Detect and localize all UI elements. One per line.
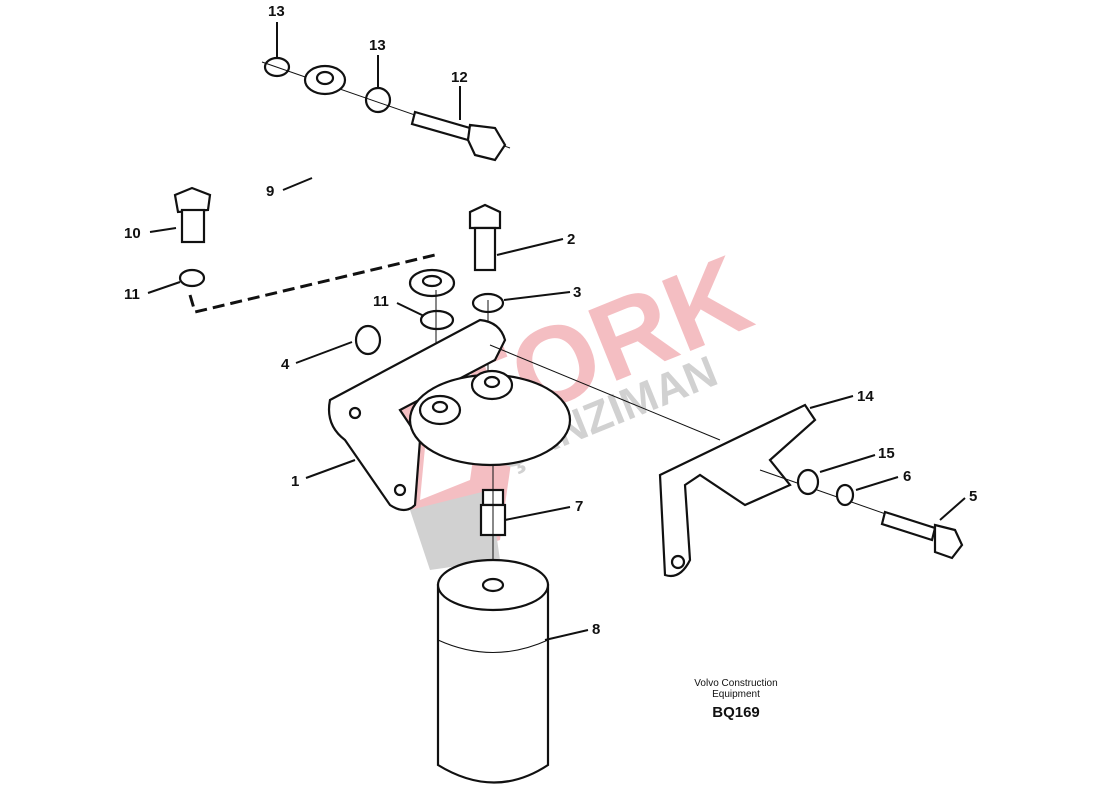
manufacturer-credit: Volvo Construction Equipment: [666, 678, 806, 700]
screw-shape: [880, 510, 937, 542]
callout-13a: 13: [268, 3, 285, 20]
callout-5: 5: [969, 488, 977, 505]
callout-8: 8: [592, 621, 600, 638]
callout-15: 15: [878, 445, 895, 462]
callout-11b: 11: [373, 293, 389, 310]
diagram-code: BQ169: [712, 704, 760, 721]
callout-1: 1: [291, 473, 299, 490]
callout-6: 6: [903, 468, 911, 485]
filter-bracket-shape: [327, 318, 507, 512]
callout-12: 12: [451, 69, 468, 86]
banjo-bolt-shape: [410, 110, 472, 142]
credit-line-2: Equipment: [712, 689, 760, 700]
mounting-bracket-shape: [658, 403, 817, 578]
plug-screw-shape: [173, 186, 212, 214]
callout-11a: 11: [124, 286, 140, 303]
callout-14: 14: [857, 388, 874, 405]
callout-2: 2: [567, 231, 575, 248]
credit-line-1: Volvo Construction: [694, 678, 778, 689]
washer-mid-shape: [364, 86, 392, 114]
bolt-shape: [468, 203, 502, 230]
callout-3: 3: [573, 284, 581, 301]
callout-13b: 13: [369, 37, 386, 54]
part-drawings: [173, 56, 964, 784]
oil-filter-shape: [436, 583, 550, 784]
callout-4: 4: [281, 356, 290, 373]
callout-9: 9: [266, 183, 274, 200]
callout-7: 7: [575, 498, 583, 515]
callout-10: 10: [124, 225, 141, 242]
leader-lines: [147, 22, 966, 641]
callout-labels: 13 13 12 9 10 11 2 3 11 4 1 14 15 6 5 7 …: [124, 3, 977, 638]
